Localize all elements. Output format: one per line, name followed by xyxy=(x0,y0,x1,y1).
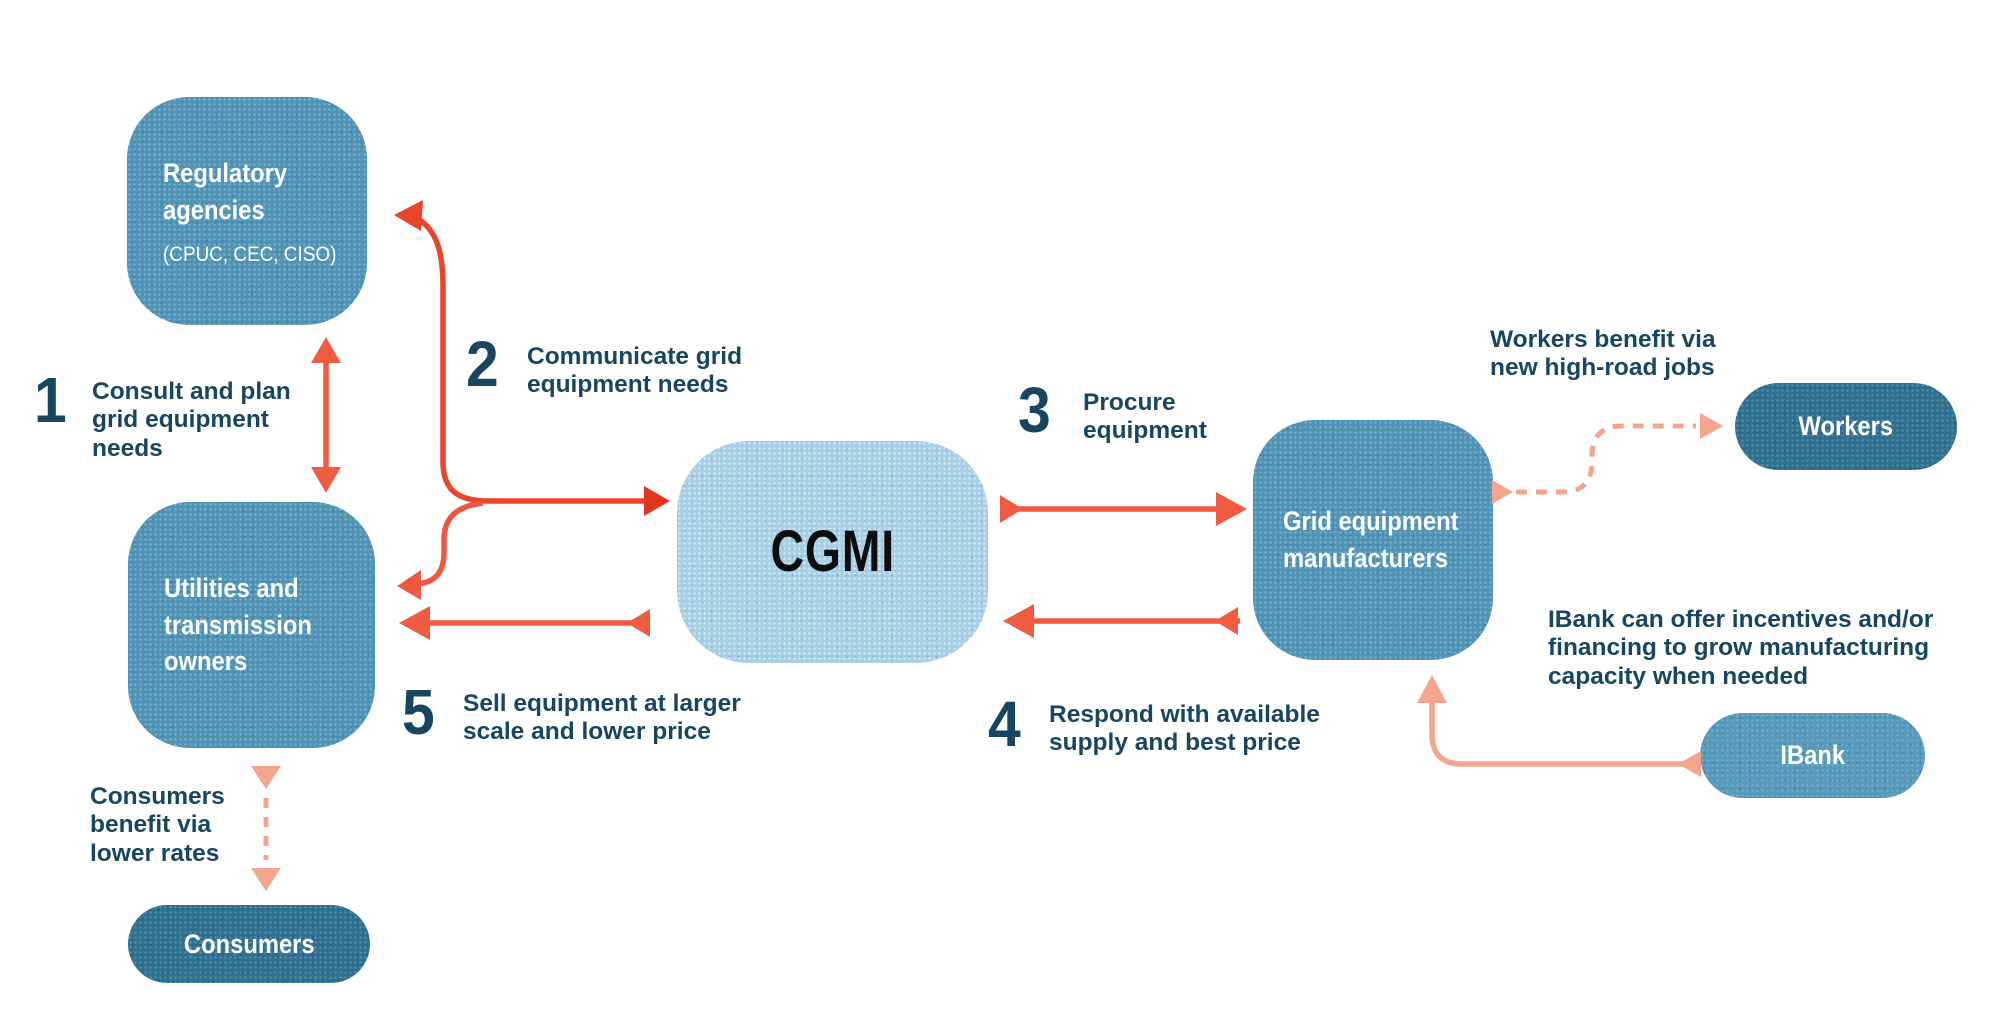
ibank-incentives-note: IBank can offer incentives and/or financ… xyxy=(1548,606,1934,690)
step-1-number: 1 xyxy=(34,364,67,436)
utilities-box: Utilities and transmission owners xyxy=(128,502,375,748)
step-5-number: 5 xyxy=(402,676,435,748)
arrow-procure-equipment xyxy=(1000,492,1247,526)
step-2-text: Communicate grid equipment needs xyxy=(527,343,743,399)
workers-benefit-note: Workers benefit via new high-road jobs xyxy=(1490,326,1716,382)
step-4-number: 4 xyxy=(988,688,1021,760)
step-3-number: 3 xyxy=(1018,374,1051,446)
regulatory-agencies-box: Regulatory agencies (CPUC, CEC, CISO) xyxy=(127,97,367,325)
manufacturers-label: Grid equipment manufacturers xyxy=(1283,506,1459,573)
consumers-label: Consumers xyxy=(183,928,315,959)
step-2-number: 2 xyxy=(466,328,499,400)
step-1-text: Consult and plan grid equipment needs xyxy=(92,378,291,462)
cgmi-box: CGMI xyxy=(677,441,988,663)
arrow-respond-supply xyxy=(1003,604,1240,638)
manufacturers-box: Grid equipment manufacturers xyxy=(1253,420,1493,660)
step-4-text: Respond with available supply and best p… xyxy=(1049,701,1320,757)
step-3-text: Procure equipment xyxy=(1083,389,1207,445)
utilities-label: Utilities and transmission owners xyxy=(164,572,312,677)
cgmi-label: CGMI xyxy=(770,518,895,584)
regulatory-agencies-sublabel: (CPUC, CEC, CISO) xyxy=(163,242,337,267)
arrow-sell-equipment xyxy=(399,606,650,640)
arrow-consumers-benefit xyxy=(251,766,281,891)
workers-label: Workers xyxy=(1798,411,1894,441)
ibank-label: IBank xyxy=(1780,740,1845,770)
consumers-box: Consumers xyxy=(128,905,370,983)
arrow-workers-benefit xyxy=(1492,413,1723,504)
regulatory-agencies-label: Regulatory agencies xyxy=(163,157,288,225)
step-5-text: Sell equipment at larger scale and lower… xyxy=(463,690,741,746)
arrow-consult-double xyxy=(311,337,341,493)
workers-box: Workers xyxy=(1735,383,1957,470)
consumers-benefit-note: Consumers benefit via lower rates xyxy=(90,783,225,867)
ibank-box: IBank xyxy=(1700,713,1925,798)
arrow-communicate-merge xyxy=(394,200,670,600)
